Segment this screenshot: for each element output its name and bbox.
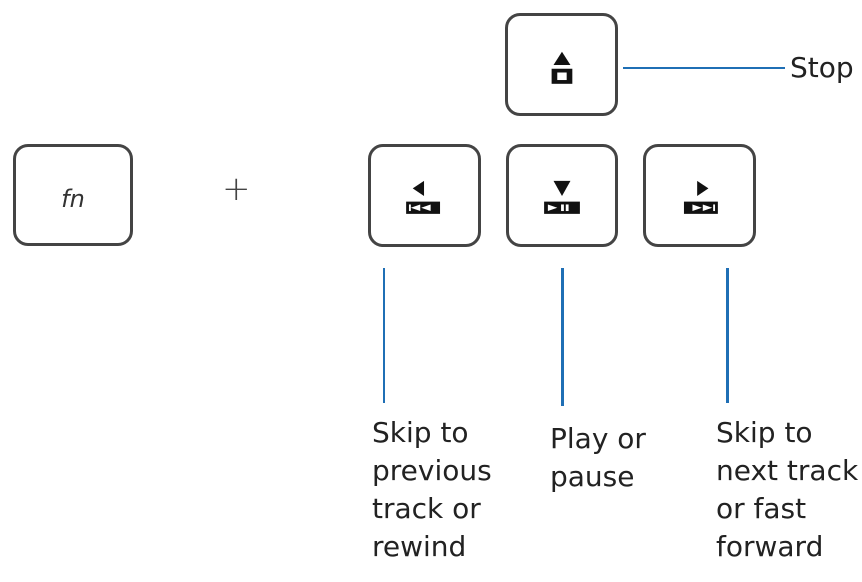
fn-key: fn: [13, 144, 133, 246]
stop-key: [505, 13, 618, 116]
next-leader-line: [726, 268, 729, 403]
previous-track-label: Skip to previous track or rewind: [372, 416, 492, 563]
plus-sign: +: [222, 169, 251, 209]
stop-leader-line: [623, 67, 785, 69]
play-pause-icon: [544, 180, 580, 214]
next-track-label: Skip to next track or fast forward: [716, 416, 859, 563]
play-pause-leader-line: [561, 268, 564, 406]
play-pause-label: Play or pause: [550, 422, 646, 493]
previous-track-key: [368, 144, 481, 247]
rewind-icon: [406, 180, 441, 214]
next-track-key: [643, 144, 756, 247]
fn-key-label: fn: [61, 185, 85, 213]
previous-leader-line: [383, 268, 385, 403]
fast-forward-icon: [683, 180, 718, 214]
play-pause-key: [506, 144, 618, 247]
stop-icon: [551, 51, 573, 84]
stop-label: Stop: [790, 51, 854, 84]
